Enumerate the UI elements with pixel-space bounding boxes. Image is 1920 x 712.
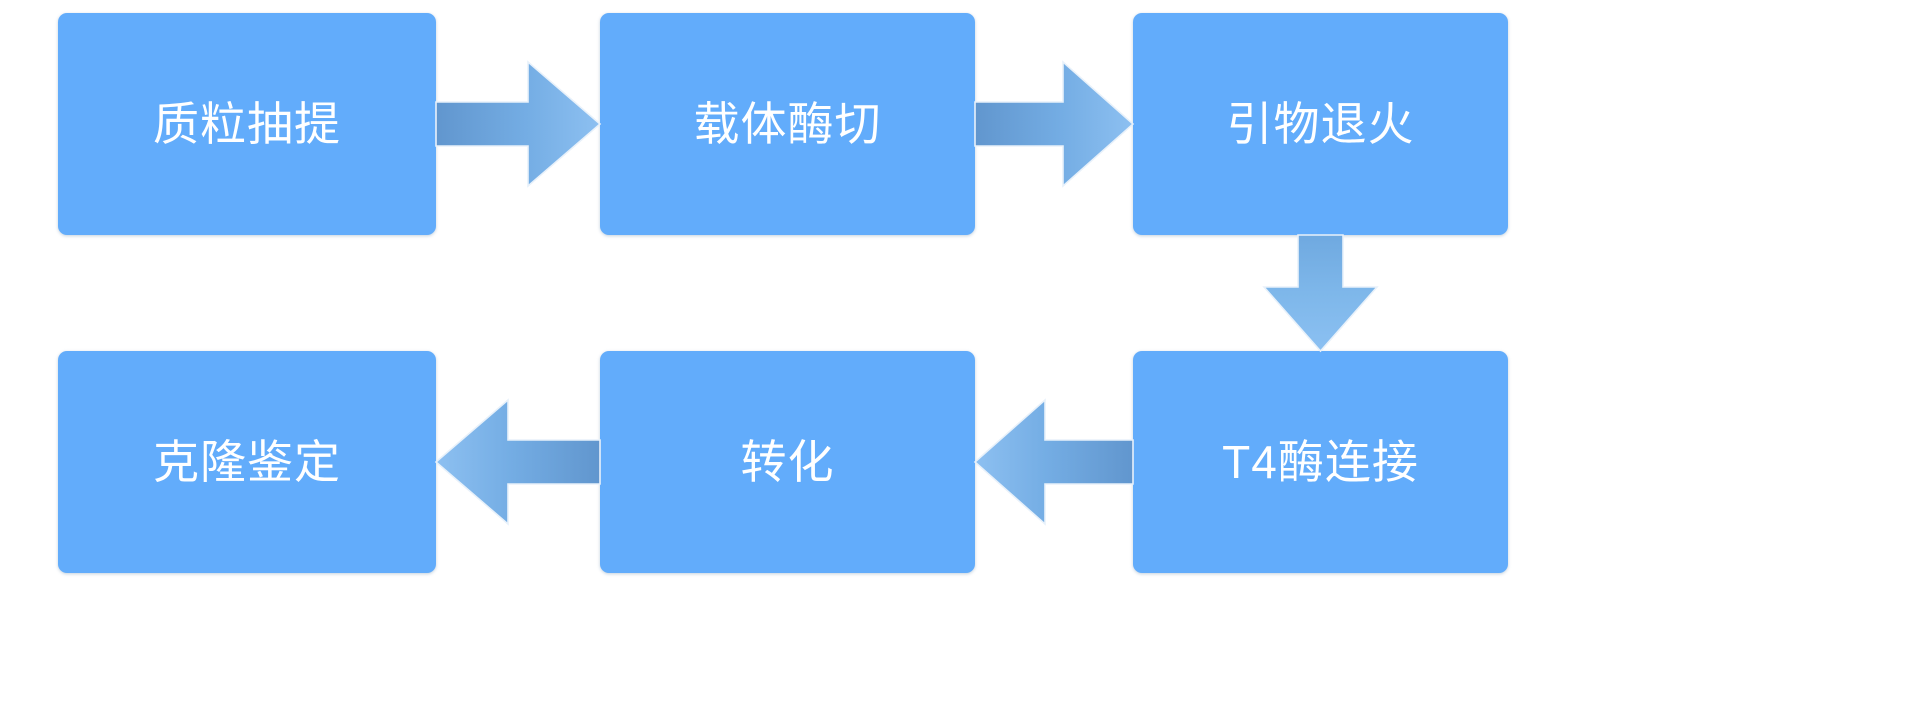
arrow-right-icon bbox=[974, 60, 1135, 188]
process-node-label: 载体酶切 bbox=[693, 97, 882, 150]
process-node-plasmid-extraction[interactable]: 质粒抽提 bbox=[58, 13, 436, 235]
connector-arrow-down-1 bbox=[1262, 234, 1379, 353]
process-node-t4-ligation[interactable]: T4酶连接 bbox=[1133, 351, 1508, 573]
process-node-label: 质粒抽提 bbox=[153, 97, 341, 150]
arrow-left-icon bbox=[434, 398, 601, 526]
process-node-label: 转化 bbox=[740, 435, 835, 488]
process-node-transformation[interactable]: 转化 bbox=[600, 351, 975, 573]
process-node-vector-digestion[interactable]: 载体酶切 bbox=[600, 13, 975, 235]
process-node-label: T4酶连接 bbox=[1222, 435, 1419, 488]
process-node-label: 引物退火 bbox=[1226, 97, 1415, 150]
arrow-left-icon bbox=[973, 398, 1134, 526]
connector-arrow-right-2 bbox=[974, 60, 1135, 188]
connector-arrow-left-2 bbox=[434, 398, 601, 526]
process-node-primer-annealing[interactable]: 引物退火 bbox=[1133, 13, 1508, 235]
process-node-clone-identification[interactable]: 克隆鉴定 bbox=[58, 351, 436, 573]
connector-arrow-left-1 bbox=[973, 398, 1134, 526]
process-node-label: 克隆鉴定 bbox=[153, 435, 341, 488]
connector-arrow-right-1 bbox=[435, 60, 602, 188]
arrow-right-icon bbox=[435, 60, 602, 188]
arrow-down-icon bbox=[1262, 234, 1379, 353]
